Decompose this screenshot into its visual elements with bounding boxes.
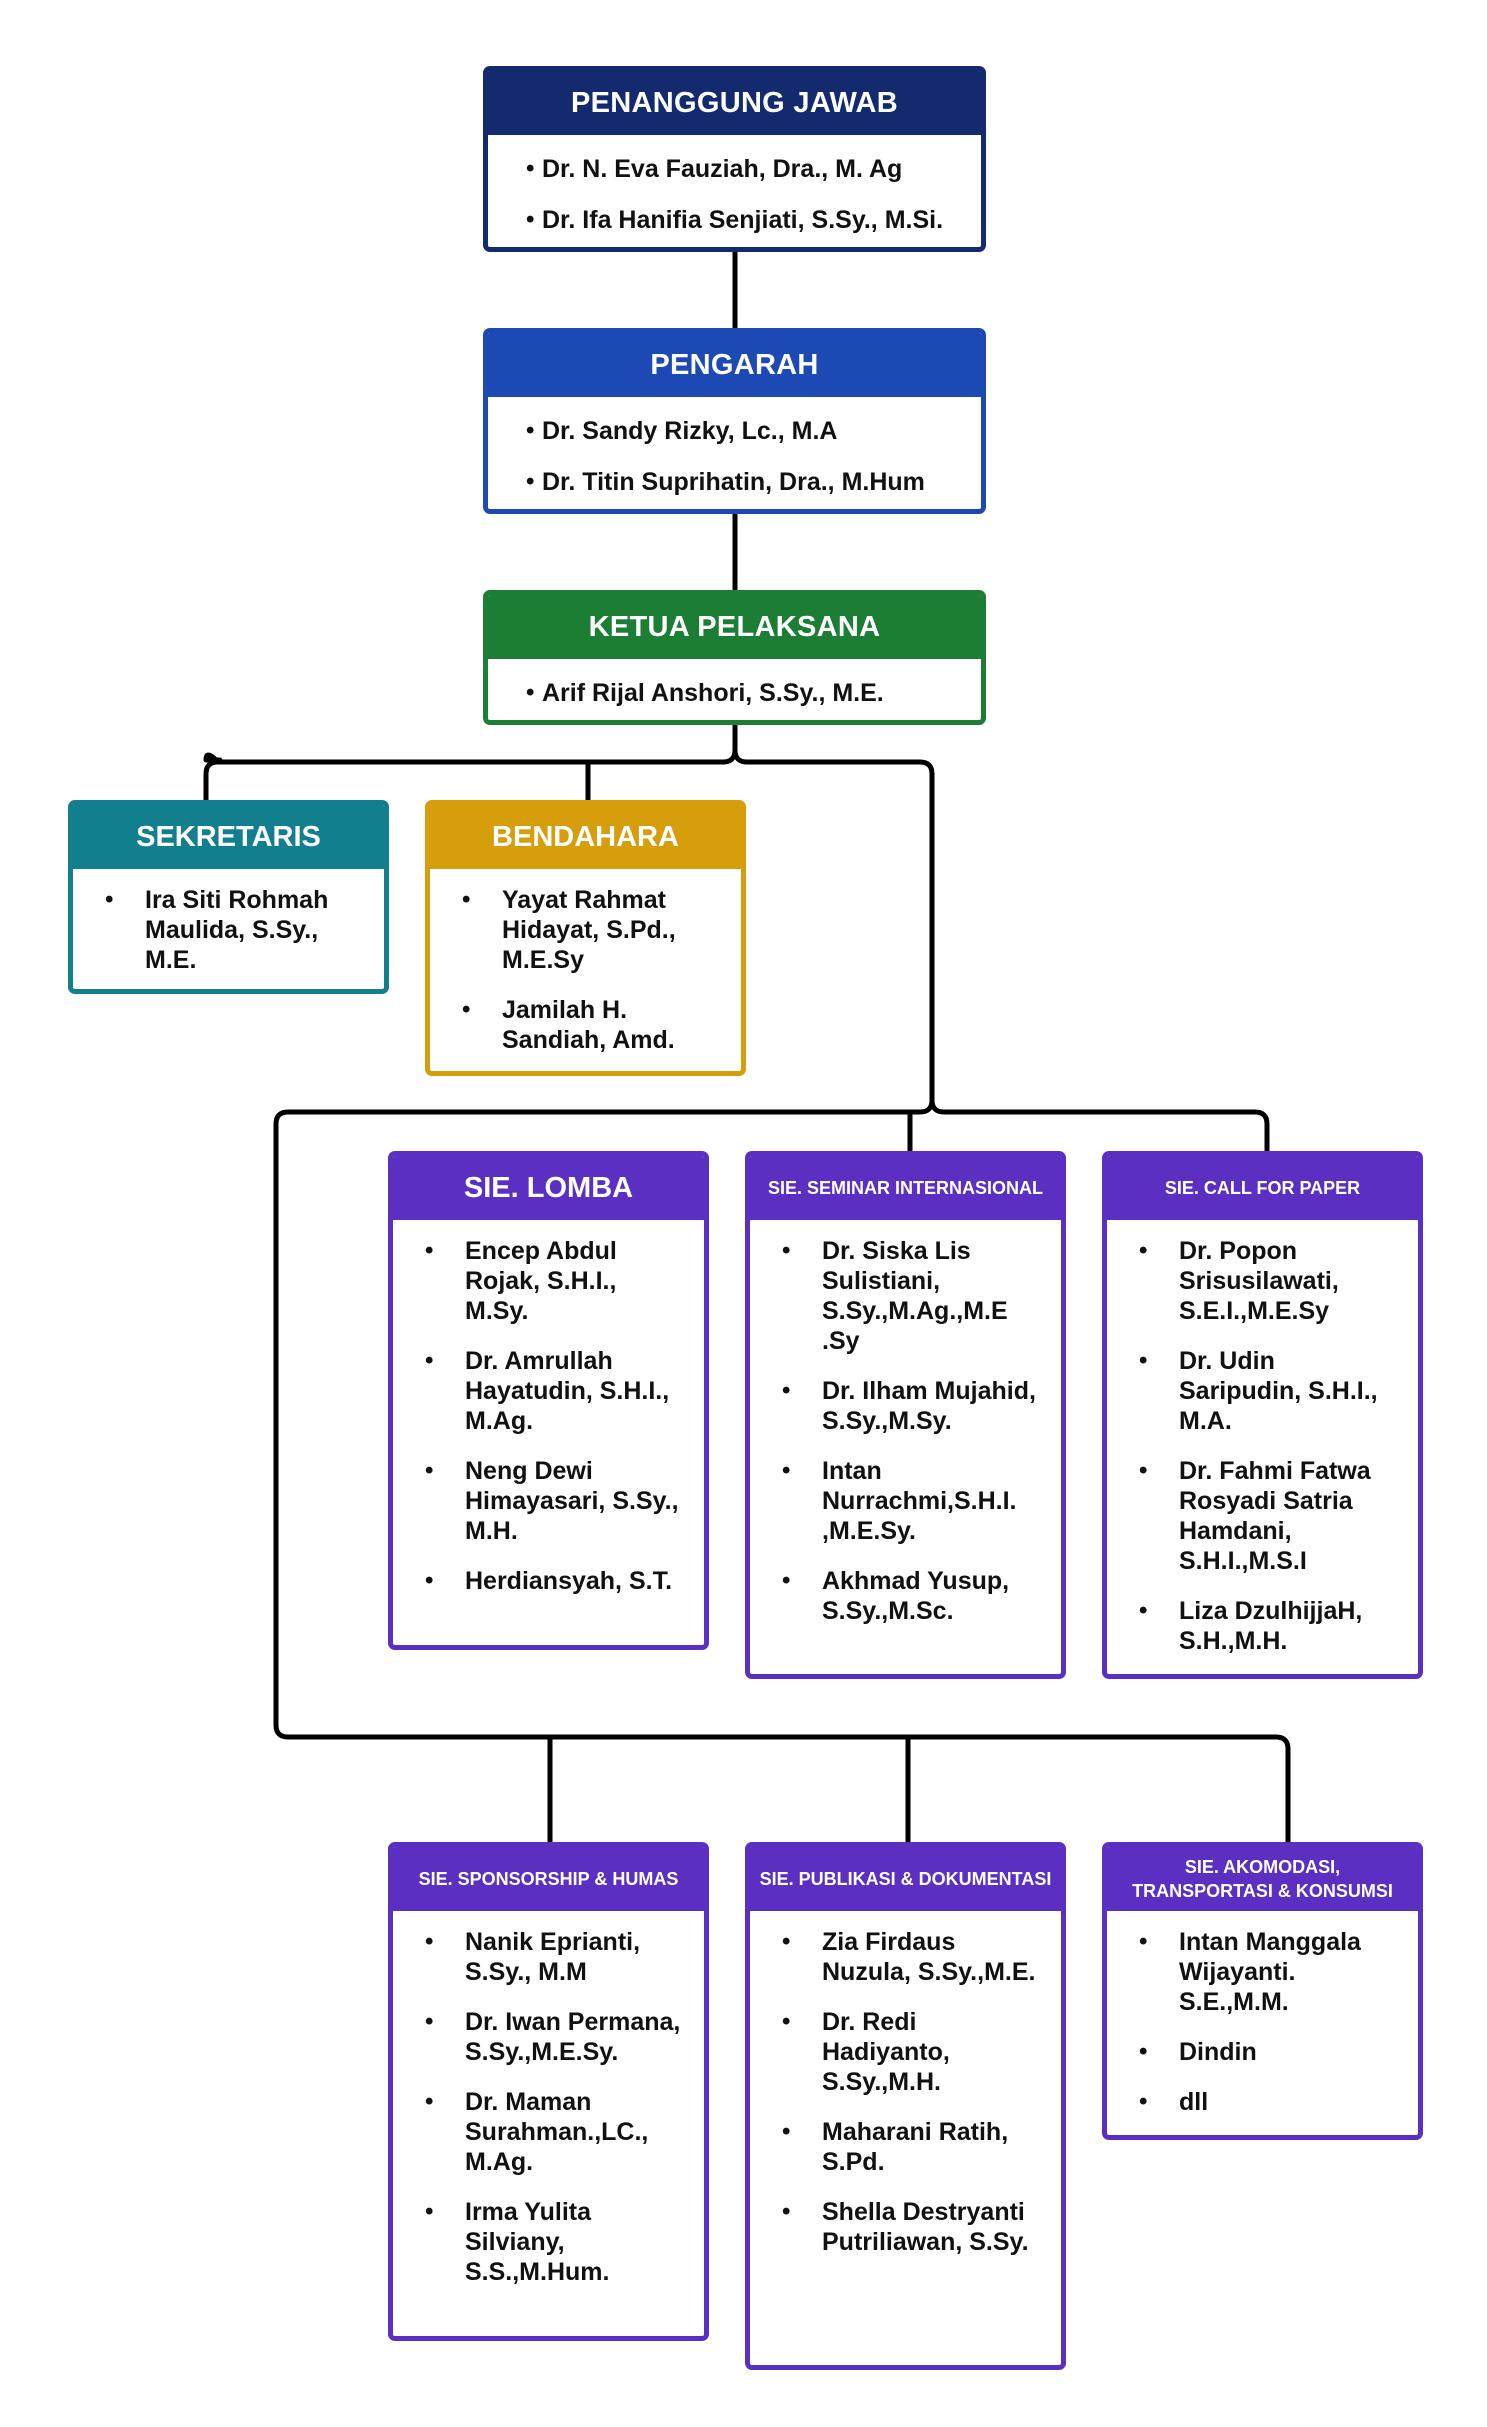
- list-item: dll: [1139, 2087, 1398, 2117]
- sie-publikasi-title: SIE. PUBLIKASI & DOKUMENTASI: [750, 1847, 1061, 1911]
- ketua-pelaksana-list: Arif Rijal Anshori, S.Sy., M.E.: [488, 659, 981, 720]
- sie-sponsorship-box: SIE. SPONSORSHIP & HUMAS Nanik Eprianti,…: [388, 1842, 709, 2341]
- list-item: Dr. Maman Surahman.,LC., M.Ag.: [425, 2087, 684, 2177]
- pengarah-box: PENGARAH Dr. Sandy Rizky, Lc., M.A Dr. T…: [483, 328, 986, 514]
- list-item: Herdiansyah, S.T.: [425, 1566, 684, 1596]
- sie-akomodasi-list: Intan Manggala Wijayanti. S.E.,M.M. Dind…: [1107, 1911, 1418, 2117]
- sie-lomba-box: SIE. LOMBA Encep Abdul Rojak, S.H.I., M.…: [388, 1151, 709, 1650]
- sie-lomba-list: Encep Abdul Rojak, S.H.I., M.Sy. Dr. Amr…: [393, 1220, 704, 1596]
- list-item: Dr. Fahmi Fatwa Rosyadi Satria Hamdani, …: [1139, 1456, 1398, 1576]
- sie-publikasi-list: Zia Firdaus Nuzula, S.Sy.,M.E. Dr. Redi …: [750, 1911, 1061, 2257]
- sie-seminar-title: SIE. SEMINAR INTERNASIONAL: [750, 1156, 1061, 1220]
- connector-sekretaris: [203, 752, 223, 763]
- list-item: Dr. Siska Lis Sulistiani, S.Sy.,M.Ag.,M.…: [782, 1236, 1041, 1356]
- list-item: Nanik Eprianti, S.Sy., M.M: [425, 1927, 684, 1987]
- list-item: Irma Yulita Silviany, S.S.,M.Hum.: [425, 2197, 684, 2287]
- penanggung-jawab-title: PENANGGUNG JAWAB: [488, 71, 981, 135]
- connector-branch-top: [203, 747, 738, 805]
- sekretaris-title: SEKRETARIS: [73, 805, 384, 869]
- list-item: Maharani Ratih, S.Pd.: [782, 2117, 1041, 2177]
- list-item: Dr. Sandy Rizky, Lc., M.A: [526, 411, 981, 462]
- bendahara-list: Yayat Rahmat Hidayat, S.Pd., M.E.Sy Jami…: [430, 869, 741, 1055]
- sie-call-for-paper-list: Dr. Popon Srisusilawati, S.E.I.,M.E.Sy D…: [1107, 1220, 1418, 1656]
- connector-to-sie: [732, 747, 935, 1103]
- bendahara-box: BENDAHARA Yayat Rahmat Hidayat, S.Pd., M…: [425, 800, 746, 1076]
- list-item: Liza DzulhijjaH, S.H.,M.H.: [1139, 1596, 1398, 1656]
- list-item: Neng Dewi Himayasari, S.Sy., M.H.: [425, 1456, 684, 1546]
- list-item: Jamilah H. Sandiah, Amd.: [462, 995, 721, 1055]
- sekretaris-box: SEKRETARIS Ira Siti Rohmah Maulida, S.Sy…: [68, 800, 389, 994]
- penanggung-jawab-list: Dr. N. Eva Fauziah, Dra., M. Ag Dr. Ifa …: [488, 135, 981, 247]
- sie-akomodasi-title: SIE. AKOMODASI, TRANSPORTASI & KONSUMSI: [1107, 1847, 1418, 1911]
- sie-call-for-paper-title: SIE. CALL FOR PAPER: [1107, 1156, 1418, 1220]
- sie-seminar-box: SIE. SEMINAR INTERNASIONAL Dr. Siska Lis…: [745, 1151, 1066, 1679]
- sie-lomba-title: SIE. LOMBA: [393, 1156, 704, 1220]
- list-item: Shella Destryanti Putriliawan, S.Sy.: [782, 2197, 1041, 2257]
- pengarah-list: Dr. Sandy Rizky, Lc., M.A Dr. Titin Supr…: [488, 397, 981, 509]
- list-item: Intan Nurrachmi,S.H.I. ,M.E.Sy.: [782, 1456, 1041, 1546]
- connector-sie-top: [273, 1097, 1291, 1853]
- list-item: Dr. Popon Srisusilawati, S.E.I.,M.E.Sy: [1139, 1236, 1398, 1326]
- sie-seminar-list: Dr. Siska Lis Sulistiani, S.Sy.,M.Ag.,M.…: [750, 1220, 1061, 1626]
- list-item: Arif Rijal Anshori, S.Sy., M.E.: [526, 673, 981, 720]
- sie-call-for-paper-box: SIE. CALL FOR PAPER Dr. Popon Srisusilaw…: [1102, 1151, 1423, 1679]
- ketua-pelaksana-box: KETUA PELAKSANA Arif Rijal Anshori, S.Sy…: [483, 590, 986, 725]
- list-item: Dr. Udin Saripudin, S.H.I., M.A.: [1139, 1346, 1398, 1436]
- list-item: Dr. Ifa Hanifia Senjiati, S.Sy., M.Si.: [526, 200, 981, 247]
- sie-sponsorship-list: Nanik Eprianti, S.Sy., M.M Dr. Iwan Perm…: [393, 1911, 704, 2287]
- sie-sponsorship-title: SIE. SPONSORSHIP & HUMAS: [393, 1847, 704, 1911]
- list-item: Dr. Amrullah Hayatudin, S.H.I., M.Ag.: [425, 1346, 684, 1436]
- list-item: Intan Manggala Wijayanti. S.E.,M.M.: [1139, 1927, 1398, 2017]
- list-item: Dr. Iwan Permana, S.Sy.,M.E.Sy.: [425, 2007, 684, 2067]
- bendahara-title: BENDAHARA: [430, 805, 741, 869]
- list-item: Akhmad Yusup, S.Sy.,M.Sc.: [782, 1566, 1041, 1626]
- ketua-pelaksana-title: KETUA PELAKSANA: [488, 595, 981, 659]
- list-item: Dindin: [1139, 2037, 1398, 2067]
- list-item: Zia Firdaus Nuzula, S.Sy.,M.E.: [782, 1927, 1041, 1987]
- list-item: Dr. N. Eva Fauziah, Dra., M. Ag: [526, 149, 981, 200]
- penanggung-jawab-box: PENANGGUNG JAWAB Dr. N. Eva Fauziah, Dra…: [483, 66, 986, 252]
- sie-akomodasi-box: SIE. AKOMODASI, TRANSPORTASI & KONSUMSI …: [1102, 1842, 1423, 2140]
- sie-publikasi-box: SIE. PUBLIKASI & DOKUMENTASI Zia Firdaus…: [745, 1842, 1066, 2370]
- pengarah-title: PENGARAH: [488, 333, 981, 397]
- list-item: Dr. Redi Hadiyanto, S.Sy.,M.H.: [782, 2007, 1041, 2097]
- list-item: Dr. Titin Suprihatin, Dra., M.Hum: [526, 462, 981, 509]
- sekretaris-list: Ira Siti Rohmah Maulida, S.Sy., M.E.: [73, 869, 384, 975]
- list-item: Ira Siti Rohmah Maulida, S.Sy., M.E.: [105, 885, 364, 975]
- connector-sie-top-right: [929, 1097, 1270, 1157]
- list-item: Yayat Rahmat Hidayat, S.Pd., M.E.Sy: [462, 885, 721, 975]
- list-item: Encep Abdul Rojak, S.H.I., M.Sy.: [425, 1236, 684, 1326]
- list-item: Dr. Ilham Mujahid, S.Sy.,M.Sy.: [782, 1376, 1041, 1436]
